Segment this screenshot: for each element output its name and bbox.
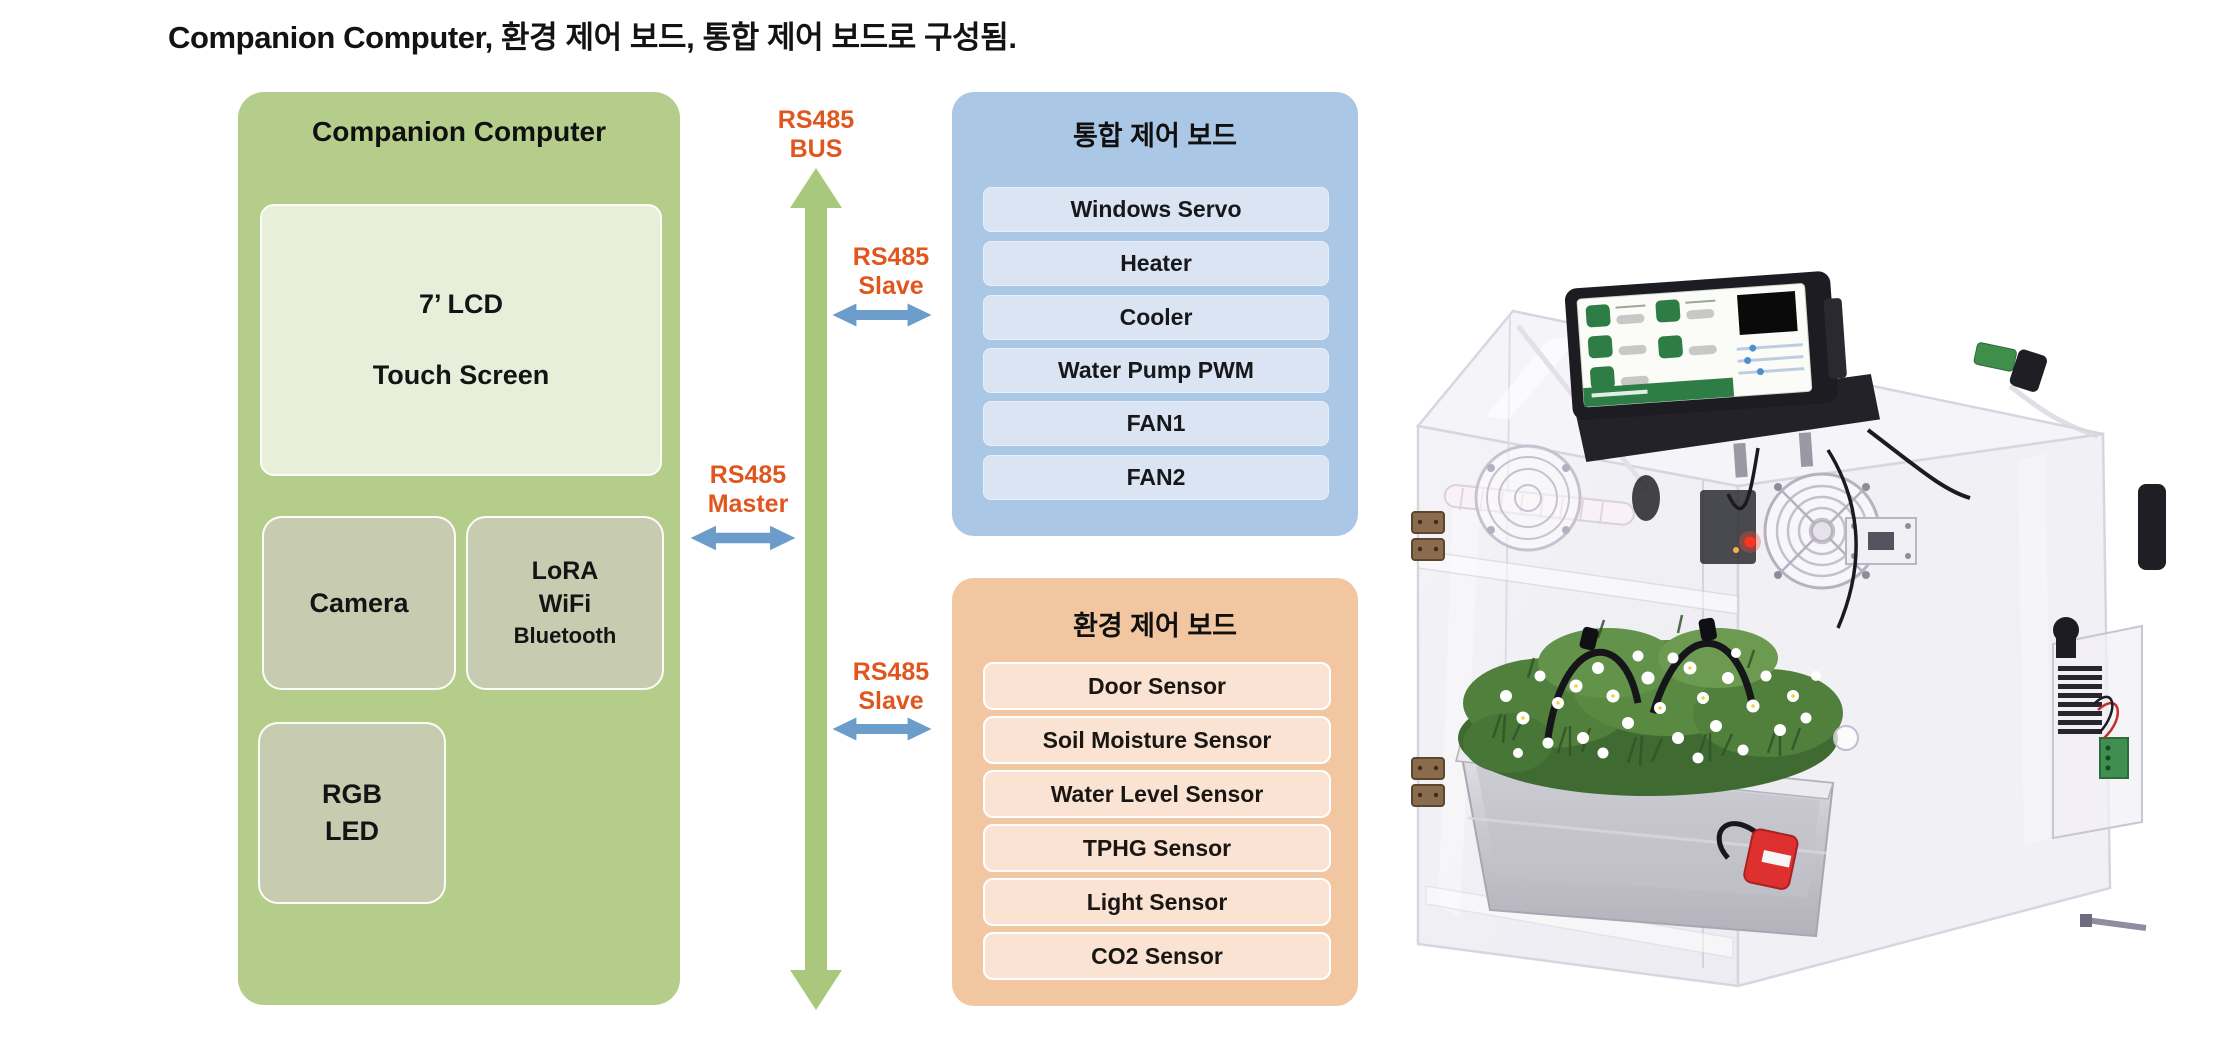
photo-pump — [1716, 821, 1799, 890]
rs485-slave-top-label: RS485 Slave — [852, 243, 930, 300]
integrated-item-heater: Heater — [983, 241, 1329, 286]
master-link-arrow — [690, 525, 796, 551]
camera-label: Camera — [309, 587, 409, 618]
figure-title: Companion Computer, 환경 제어 보드, 통합 제어 보드로 … — [168, 20, 1017, 55]
integrated-item-fan2: FAN2 — [983, 455, 1329, 500]
env-item-tphg-sensor: TPHG Sensor — [983, 824, 1331, 872]
wifi-label: WiFi — [538, 590, 592, 618]
led-label: LED — [325, 816, 379, 846]
photo-vent-window — [1474, 444, 1582, 552]
photo-hinge-bottom — [1411, 757, 1445, 807]
bus-arrow-shape — [790, 168, 842, 1010]
integrated-item-water-pump: Water Pump PWM — [983, 348, 1329, 393]
integrated-item-windows-servo: Windows Servo — [983, 187, 1329, 232]
companion-computer-title: Companion Computer — [312, 116, 606, 147]
product-photo — [1411, 271, 2166, 988]
slave-top-link-arrow — [832, 303, 932, 327]
integrated-board-title: 통합 제어 보드 — [1072, 121, 1238, 151]
rs485-bus-arrow — [790, 168, 842, 1010]
photo-side-bracket — [2138, 484, 2166, 570]
photo-plants — [1458, 447, 1859, 796]
lcd-touchscreen-box: 7’ LCD Touch Screen — [260, 204, 662, 476]
rs485-slave-bottom-label: RS485 Slave — [852, 658, 930, 715]
environment-control-board-box: 환경 제어 보드 Door Sensor Soil Moisture Senso… — [952, 578, 1358, 1006]
rgb-label: RGB — [322, 779, 382, 809]
lora-wifi-bluetooth-box: LoRA WiFi Bluetooth — [466, 516, 664, 690]
rs485-bus-label: RS485 BUS — [777, 106, 855, 163]
rgb-led-box: RGB LED — [258, 722, 446, 904]
lcd-label: 7’ LCD — [418, 289, 504, 319]
env-item-water-level: Water Level Sensor — [983, 770, 1331, 818]
photo-top-connectors — [1866, 342, 2099, 500]
companion-computer-box: Companion Computer 7’ LCD Touch Screen C… — [238, 92, 680, 1005]
photo-control-panel — [1564, 271, 1881, 478]
photo-hinge-top — [1411, 511, 1445, 561]
env-item-co2-sensor: CO2 Sensor — [983, 932, 1331, 980]
env-item-soil-moisture: Soil Moisture Sensor — [983, 716, 1331, 764]
camera-box: Camera — [262, 516, 456, 690]
slave-bottom-link-arrow — [832, 717, 932, 741]
integrated-item-cooler: Cooler — [983, 295, 1329, 340]
integrated-item-fan1: FAN1 — [983, 401, 1329, 446]
touchscreen-label: Touch Screen — [372, 360, 550, 390]
rs485-master-label: RS485 Master — [707, 461, 789, 518]
integrated-control-board-box: 통합 제어 보드 Windows Servo Heater Cooler Wat… — [952, 92, 1358, 536]
bluetooth-label: Bluetooth — [513, 623, 617, 648]
env-item-light-sensor: Light Sensor — [983, 878, 1331, 926]
env-board-title: 환경 제어 보드 — [1072, 611, 1238, 641]
env-item-door-sensor: Door Sensor — [983, 662, 1331, 710]
photo-circuit-board — [2052, 617, 2147, 931]
photo-porthole — [1632, 475, 1660, 521]
lora-label: LoRA — [531, 557, 599, 585]
